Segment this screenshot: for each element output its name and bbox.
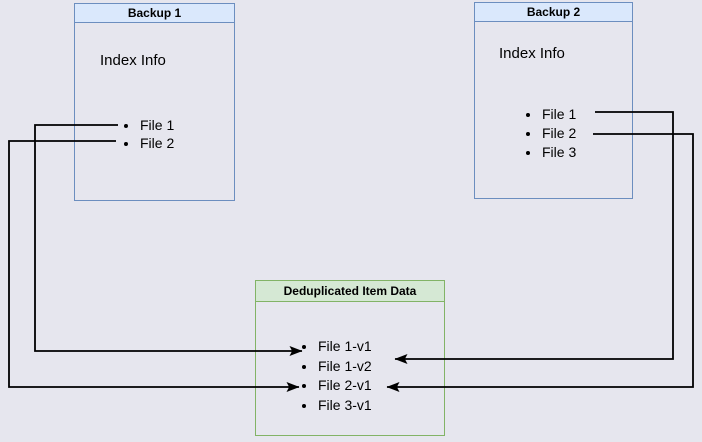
backup1-box: Backup 1 Index Info File 1File 2 bbox=[74, 3, 235, 201]
list-item: File 2 bbox=[139, 135, 174, 153]
dedup-title: Deduplicated Item Data bbox=[256, 281, 444, 302]
list-item: File 2 bbox=[541, 124, 576, 143]
dedup-box: Deduplicated Item Data File 1-v1File 1-v… bbox=[255, 280, 445, 436]
backup1-title: Backup 1 bbox=[75, 4, 234, 23]
dedup-file-list: File 1-v1File 1-v2File 2-v1File 3-v1 bbox=[256, 337, 372, 415]
list-item: File 2-v1 bbox=[317, 376, 372, 396]
backup2-file-list: File 1File 2File 3 bbox=[475, 105, 576, 162]
backup1-file-list: File 1File 2 bbox=[75, 117, 174, 152]
backup2-subtitle: Index Info bbox=[499, 45, 565, 62]
list-item: File 1-v2 bbox=[317, 357, 372, 377]
backup1-subtitle: Index Info bbox=[100, 52, 166, 69]
list-item: File 1 bbox=[139, 117, 174, 135]
backup2-box: Backup 2 Index Info File 1File 2File 3 bbox=[474, 2, 633, 199]
backup2-title: Backup 2 bbox=[475, 3, 632, 22]
list-item: File 1-v1 bbox=[317, 337, 372, 357]
list-item: File 3-v1 bbox=[317, 396, 372, 416]
list-item: File 1 bbox=[541, 105, 576, 124]
list-item: File 3 bbox=[541, 143, 576, 162]
